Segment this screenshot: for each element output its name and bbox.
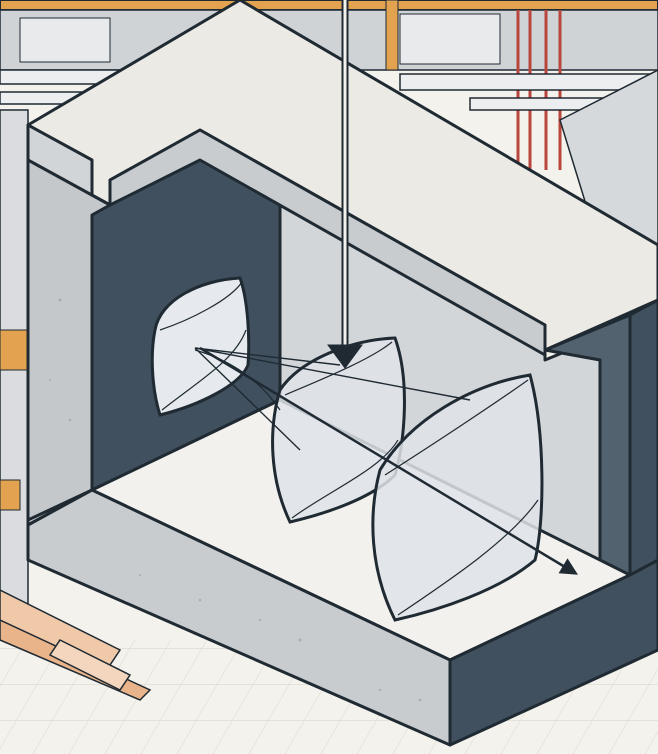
- diagram-canvas: [0, 0, 658, 754]
